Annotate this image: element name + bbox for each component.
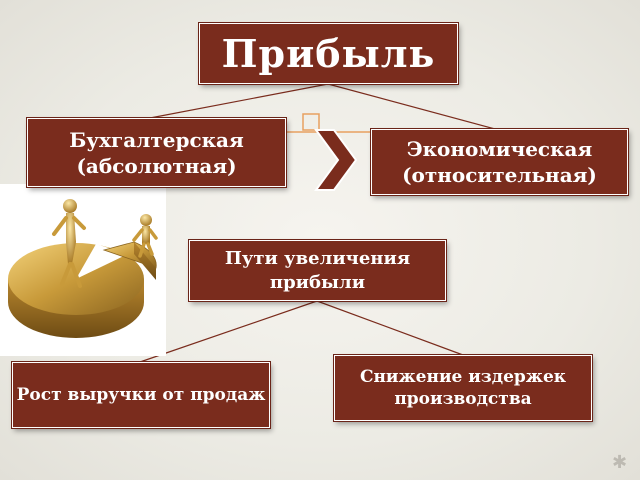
connector-title-to-accounting xyxy=(149,83,329,119)
connector-ways-to-revenue xyxy=(139,300,318,363)
page-title: Прибыль xyxy=(199,23,458,84)
square-outline-icon xyxy=(302,113,320,131)
figure-right xyxy=(132,214,158,258)
figure-left xyxy=(52,199,86,288)
connector-ways-to-cost xyxy=(316,300,464,356)
accounting-profit-box: Бухгалтерская (абсолютная) xyxy=(27,118,286,187)
ways-to-increase-box: Пути увеличения прибыли xyxy=(189,240,446,301)
cost-reduction-box: Снижение издержек производства xyxy=(334,355,592,421)
economic-profit-box: Экономическая (относительная) xyxy=(371,129,628,195)
golden-pie-illustration xyxy=(0,184,166,356)
star-icon: ✱ xyxy=(612,452,628,473)
revenue-growth-box: Рост выручки от продаж xyxy=(12,362,270,428)
connector-title-to-economic xyxy=(327,83,496,130)
